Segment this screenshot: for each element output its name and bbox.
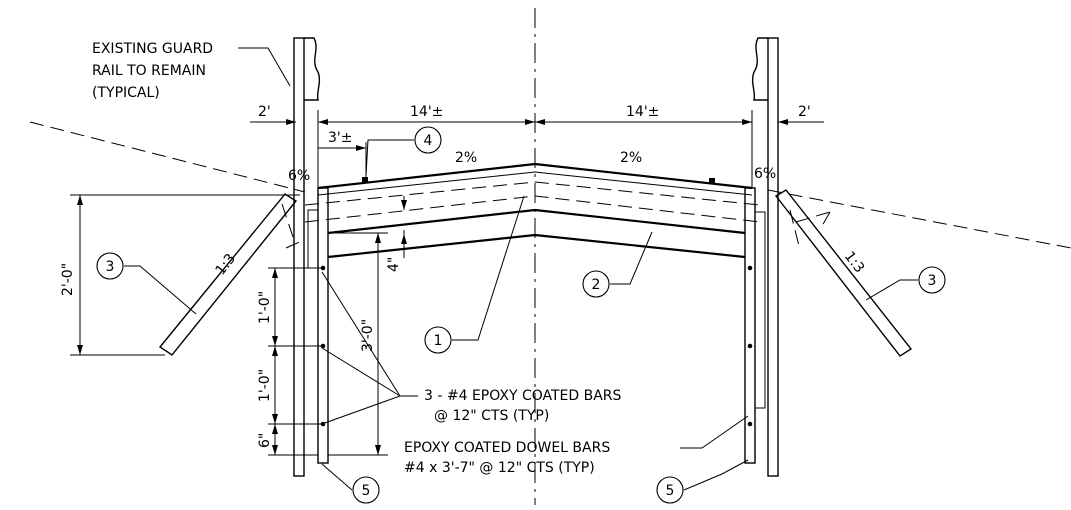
svg-text:4: 4 [424, 133, 433, 149]
leader-5-left [321, 463, 353, 491]
svg-text:1: 1 [434, 333, 443, 349]
leader-dowel [680, 415, 749, 449]
dim-right-grade: 2% [620, 150, 642, 166]
dim-right-offset: 2' [798, 104, 811, 120]
leader-2 [610, 231, 653, 285]
note-bars-line1: 3 - #4 EPOXY COATED BARS [424, 388, 622, 404]
dim-left-lane: 14'± [410, 104, 443, 120]
callout-5-left: 5 [352, 476, 380, 504]
svg-text:5: 5 [362, 483, 371, 499]
dim-left-offset: 2' [258, 104, 271, 120]
epoxy-bar [320, 343, 326, 349]
dimension-lanes [317, 110, 753, 188]
existing-ground-right [767, 189, 1071, 249]
existing-ground-left [29, 121, 306, 193]
dim-right-shoulder: 6% [754, 166, 776, 182]
dim-right-slope: 1:3 [841, 249, 867, 277]
base-layer-top [327, 208, 746, 235]
callout-3-right: 3 [918, 266, 946, 294]
dim-left-shoulder: 6% [288, 168, 310, 184]
leader-bars-3 [321, 395, 401, 425]
left-existing-edge [307, 209, 319, 269]
leader-guard-rail [238, 47, 291, 87]
svg-text:5: 5 [666, 483, 675, 499]
left-side-slope [158, 193, 305, 356]
dimension-offset-right [778, 119, 824, 125]
dimension-3ft-depth [328, 232, 388, 456]
right-side-slope [774, 189, 913, 357]
dimension-4in [401, 196, 407, 258]
dim-3ft-depth: 3'-0" [360, 319, 376, 352]
epoxy-bar [747, 421, 753, 427]
guard-rail-left [293, 37, 321, 477]
dim-spacing-mid: 1'-0" [257, 369, 273, 402]
dimension-2ft-height [70, 194, 300, 356]
note-guard-rail-line1: EXISTING GUARD [92, 41, 213, 57]
leader-1 [452, 195, 525, 341]
base-layer-bottom [327, 233, 746, 259]
svg-text:2: 2 [592, 277, 601, 293]
leader-bars-1 [321, 271, 401, 397]
dim-spacing-bottom: 6" [257, 433, 273, 448]
epoxy-bar [747, 343, 753, 349]
svg-text:3: 3 [106, 259, 115, 275]
existing-pavement-bottom [304, 195, 761, 223]
pavement-marker-left [362, 177, 368, 182]
callout-3-left: 3 [96, 252, 124, 280]
right-existing-edge [754, 211, 766, 409]
note-guard-rail-line3: (TYPICAL) [92, 85, 160, 101]
guard-rail-right [751, 37, 779, 477]
dim-3ft: 3'± [328, 130, 353, 146]
epoxy-bar [320, 265, 326, 271]
dim-4in: 4" [386, 257, 402, 272]
leader-3-left [124, 265, 197, 315]
callout-1: 1 [424, 326, 452, 354]
epoxy-bar [747, 265, 753, 271]
note-dowels-line1: EPOXY COATED DOWEL BARS [404, 440, 610, 456]
dimension-offset-left [250, 119, 296, 125]
leader-bars-2 [321, 347, 401, 397]
dim-right-lane: 14'± [626, 104, 659, 120]
note-dowels-line2: #4 x 3'-7" @ 12" CTS (TYP) [404, 460, 595, 476]
dimension-bar-spacing [268, 267, 322, 456]
new-pavement-surface [317, 162, 753, 190]
pavement-marker-right [709, 178, 715, 183]
svg-text:3: 3 [928, 273, 937, 289]
dim-spacing-top: 1'-0" [257, 291, 273, 324]
dim-2ft-height: 2'-0" [60, 263, 76, 296]
leader-5-right [683, 459, 749, 491]
leader-3-right [865, 279, 918, 301]
existing-pavement-top [304, 181, 761, 206]
pavement-surface-lower [317, 171, 753, 196]
note-guard-rail-line2: RAIL TO REMAIN [92, 63, 206, 79]
dim-left-grade: 2% [455, 150, 477, 166]
callout-4: 4 [414, 126, 442, 154]
note-bars-line2: @ 12" CTS (TYP) [434, 408, 549, 424]
leader-4 [365, 139, 414, 177]
callout-2: 2 [582, 270, 610, 298]
dimension-3ft [318, 142, 367, 178]
callout-5-right: 5 [656, 476, 684, 504]
